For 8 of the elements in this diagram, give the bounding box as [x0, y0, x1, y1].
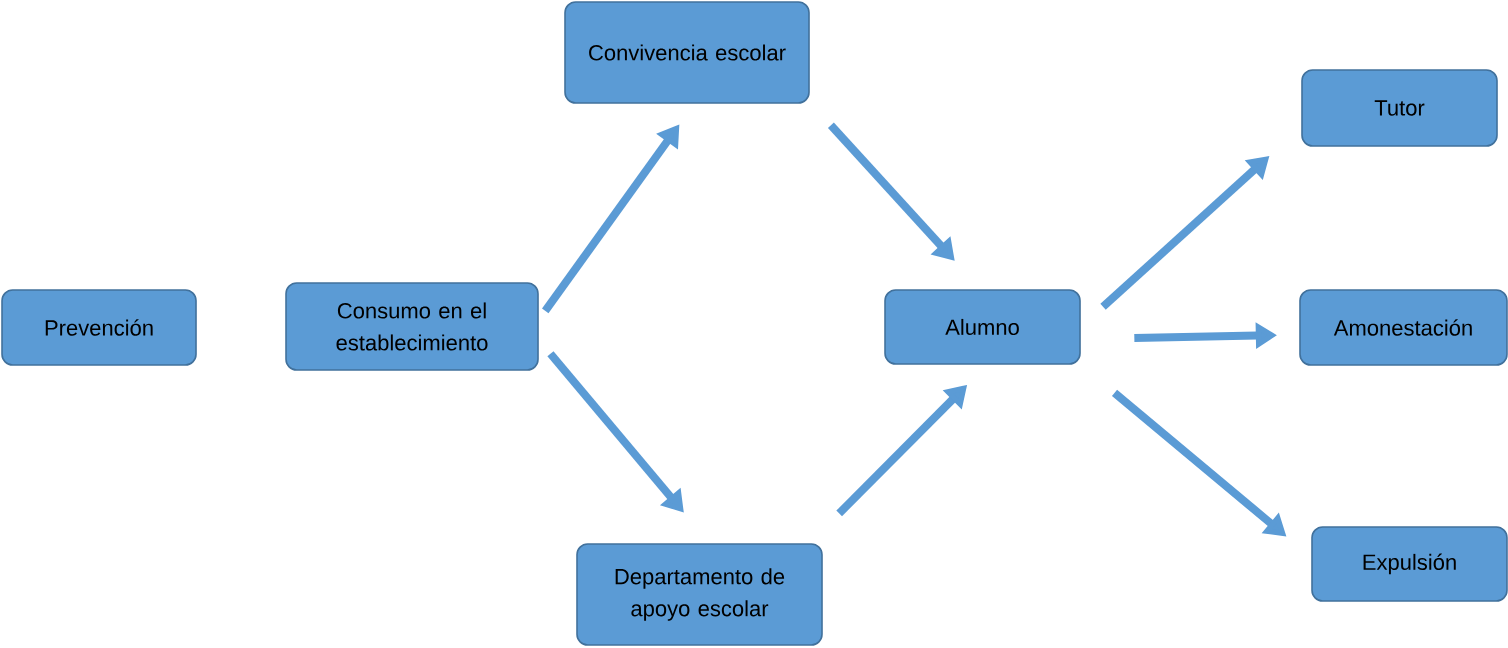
process-box: Convivencia escolar [564, 1, 810, 104]
process-box: Departamento de apoyo escolar [576, 543, 823, 646]
process-box: Prevención [1, 289, 197, 366]
process-box: Consumo en el establecimiento [285, 282, 539, 371]
process-box: Amonestación [1299, 289, 1508, 366]
process-box: Tutor [1301, 69, 1498, 147]
process-box: Alumno [884, 289, 1081, 365]
process-box: Expulsión [1311, 526, 1508, 602]
